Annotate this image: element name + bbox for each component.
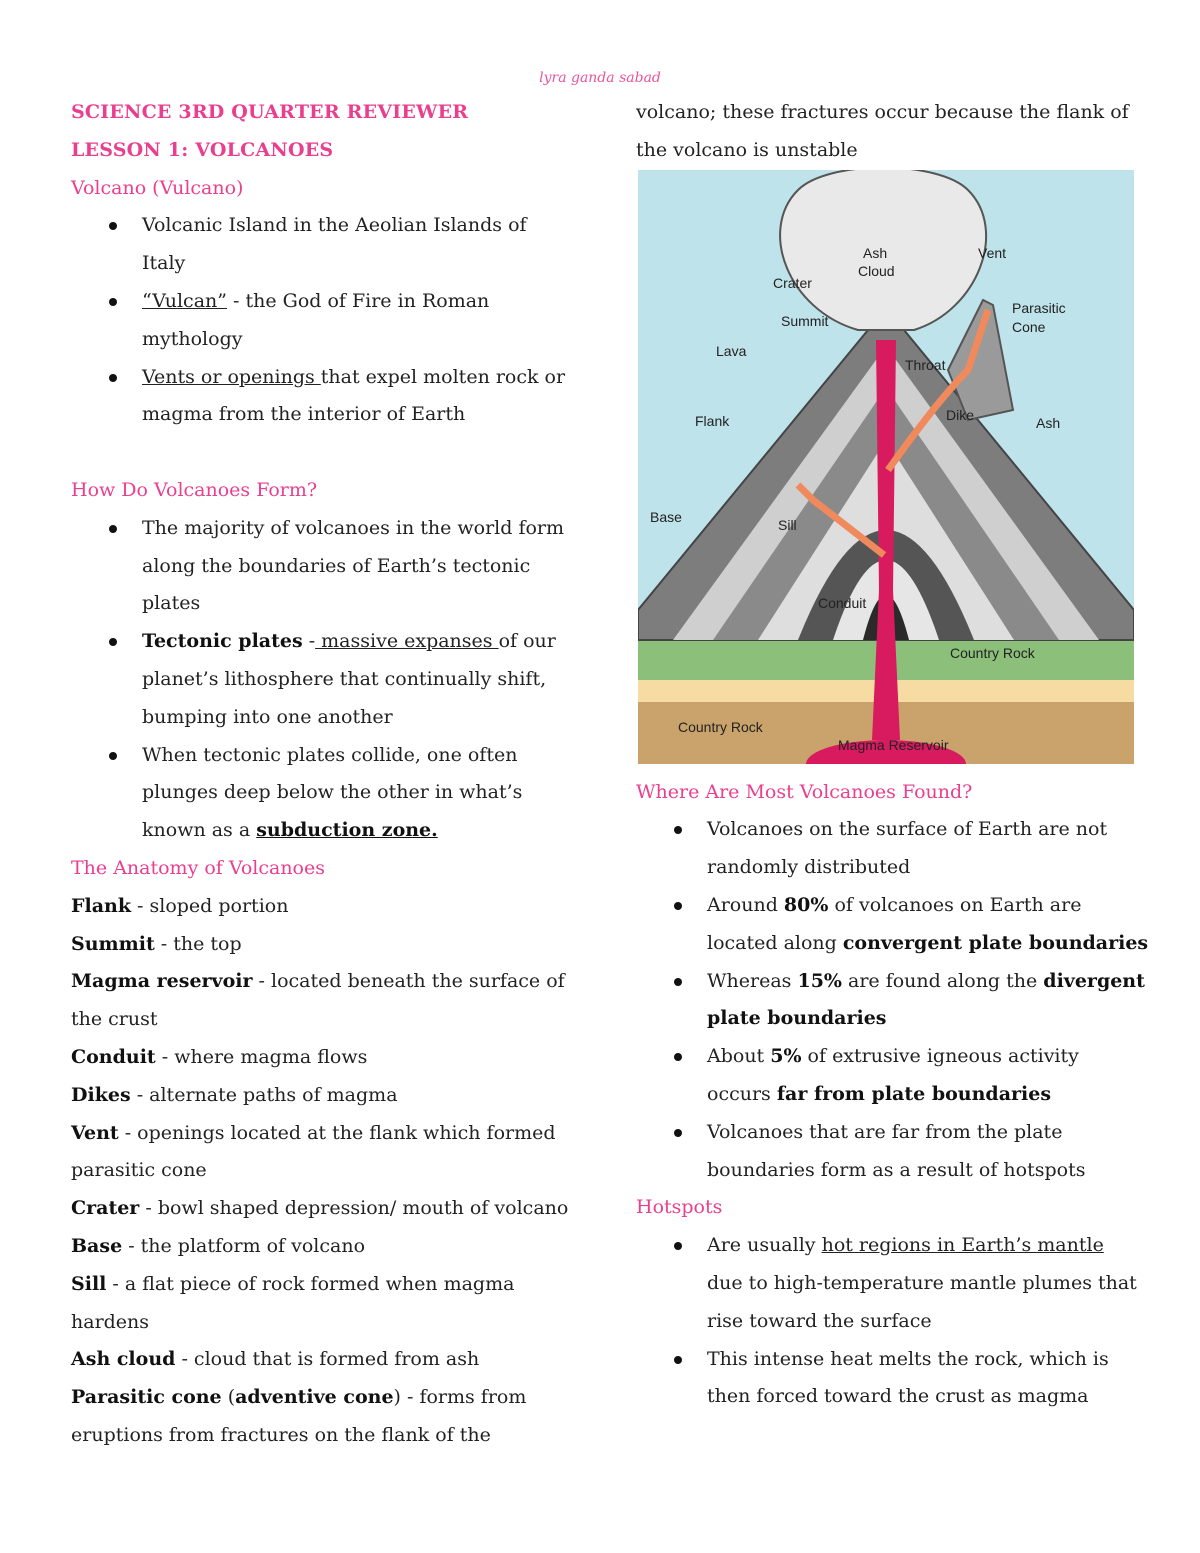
bullet-icon: [109, 297, 117, 306]
list-item-cont: magma from the interior of Earth: [142, 403, 466, 426]
term-vent: Vent - openings located at the flank whi…: [71, 1121, 556, 1144]
bullet-icon: [674, 901, 682, 910]
section-heading-form: How Do Volcanoes Form?: [71, 478, 318, 501]
list-item: This intense heat melts the rock, which …: [636, 1341, 1136, 1379]
spacer: [71, 434, 571, 472]
list-item-cont: bumping into one another: [142, 705, 393, 728]
label-base: Base: [650, 509, 682, 525]
term-sill-cont: hardens: [71, 1310, 150, 1333]
list-item: Volcanoes on the surface of Earth are no…: [636, 811, 1136, 849]
term-conduit: Conduit - where magma flows: [71, 1045, 368, 1068]
list-item: “Vulcan” - the God of Fire in Roman: [71, 283, 571, 321]
right-column: volcano; these fractures occur because t…: [636, 94, 1149, 1416]
term-summit: Summit - the top: [71, 932, 242, 955]
bullet-icon: [109, 751, 117, 760]
list-item-cont: plunges deep below the other in what’s: [142, 781, 523, 804]
label-magma-reservoir: Magma Reservoir: [838, 737, 949, 753]
bullet-icon: [674, 1242, 682, 1251]
list-item-cont: located along convergent plate boundarie…: [707, 931, 1149, 954]
label-throat: Throat: [905, 357, 946, 373]
list-item: About 5% of extrusive igneous activity: [636, 1038, 1136, 1076]
conduit: [872, 339, 900, 740]
term-sill: Sill - a flat piece of rock formed when …: [71, 1272, 515, 1295]
dike: [885, 308, 992, 472]
list-item-cont: due to high-temperature mantle plumes th…: [707, 1271, 1137, 1294]
label-vent: Vent: [978, 245, 1006, 261]
label-summit: Summit: [781, 313, 829, 329]
list-item: Tectonic plates - massive expanses of ou…: [71, 623, 571, 661]
list-item: Whereas 15% are found along the divergen…: [636, 963, 1145, 1001]
magma-reservoir: [806, 739, 966, 764]
list-item: When tectonic plates collide, one often: [71, 737, 571, 775]
label-sill: Sill: [778, 517, 797, 533]
bullet-icon: [674, 977, 682, 986]
term-magma-reservoir-cont: the crust: [71, 1008, 158, 1031]
label-crater: Crater: [773, 275, 812, 291]
label-country-rock-bottom: Country Rock: [678, 719, 764, 735]
list-item-cont: mythology: [142, 327, 243, 350]
bullet-icon: [109, 222, 117, 231]
list-item: Vents or openings that expel molten rock…: [71, 359, 571, 397]
list-item-cont: occurs far from plate boundaries: [707, 1082, 1052, 1105]
list-item-cont: planet’s lithosphere that continually sh…: [142, 667, 547, 690]
list-item: Volcanic Island in the Aeolian Islands o…: [71, 207, 571, 245]
list-item-cont: Italy: [142, 252, 186, 275]
list-item: The majority of volcanoes in the world f…: [71, 510, 571, 548]
term-parasitic-cone: Parasitic cone (adventive cone) - forms …: [71, 1386, 527, 1409]
term-flank: Flank - sloped portion: [71, 894, 289, 917]
label-parasitic: Parasitic: [1012, 300, 1066, 316]
term-magma-reservoir: Magma reservoir - located beneath the su…: [71, 970, 565, 993]
paragraph-continuation: volcano; these fractures occur because t…: [636, 101, 1129, 123]
list-item-cont: along the boundaries of Earth’s tectonic: [142, 554, 531, 577]
label-dike: Dike: [946, 407, 974, 423]
bullet-icon: [109, 373, 117, 382]
label-ash-layer: Ash: [1036, 415, 1060, 431]
volcano-anatomy-diagram: Ash Cloud Vent Crater Parasitic Cone Sum…: [638, 169, 1134, 764]
list-item-cont: plate boundaries: [707, 1007, 887, 1030]
list-item: Volcanoes that are far from the plate: [636, 1114, 1136, 1152]
bullet-icon: [674, 1355, 682, 1364]
list-item-cont: rise toward the surface: [707, 1309, 932, 1332]
list-item-cont: plates: [142, 592, 201, 615]
document-title: SCIENCE 3RD QUARTER REVIEWER: [71, 101, 469, 123]
list-item-cont: then forced toward the crust as magma: [707, 1385, 1089, 1408]
bullet-icon: [109, 524, 117, 533]
list-item-cont: boundaries form as a result of hotspots: [707, 1158, 1086, 1181]
left-column: SCIENCE 3RD QUARTER REVIEWER LESSON 1: V…: [71, 94, 571, 1455]
paragraph-continuation: the volcano is unstable: [636, 138, 858, 161]
term-ash-cloud: Ash cloud - cloud that is formed from as…: [71, 1348, 480, 1371]
section-heading-anatomy: The Anatomy of Volcanoes: [71, 856, 325, 879]
label-lava: Lava: [716, 343, 747, 359]
author-signature: lyra ganda sabad: [539, 70, 661, 86]
term-base: Base - the platform of volcano: [71, 1234, 366, 1257]
term-parasitic-cone-cont: eruptions from fractures on the flank of…: [71, 1423, 491, 1446]
list-item-cont: known as a subduction zone.: [142, 819, 438, 842]
lesson-title: LESSON 1: VOLCANOES: [71, 138, 334, 161]
section-heading-found: Where Are Most Volcanoes Found?: [636, 780, 973, 803]
label-country-rock-top: Country Rock: [950, 645, 1036, 661]
bullet-icon: [674, 1128, 682, 1137]
ash-cloud: [779, 169, 987, 331]
bullet-icon: [109, 638, 117, 647]
sill: [795, 482, 887, 558]
label-ash: Ash: [863, 245, 887, 261]
parasitic-cone: [946, 298, 1015, 421]
label-flank: Flank: [695, 413, 730, 429]
label-cone: Cone: [1012, 319, 1046, 335]
label-conduit: Conduit: [818, 595, 866, 611]
section-heading-volcano: Volcano (Vulcano): [71, 176, 244, 199]
term-vent-cont: parasitic cone: [71, 1159, 207, 1182]
list-item: Are usually hot regions in Earth’s mantl…: [636, 1227, 1136, 1265]
term-crater: Crater - bowl shaped depression/ mouth o…: [71, 1197, 569, 1220]
label-cloud: Cloud: [858, 263, 895, 279]
list-item: Around 80% of volcanoes on Earth are: [636, 887, 1136, 925]
list-item-cont: randomly distributed: [707, 856, 911, 879]
term-dikes: Dikes - alternate paths of magma: [71, 1083, 398, 1106]
section-heading-hotspots: Hotspots: [636, 1196, 723, 1219]
bullet-icon: [674, 1053, 682, 1062]
bullet-icon: [674, 826, 682, 835]
